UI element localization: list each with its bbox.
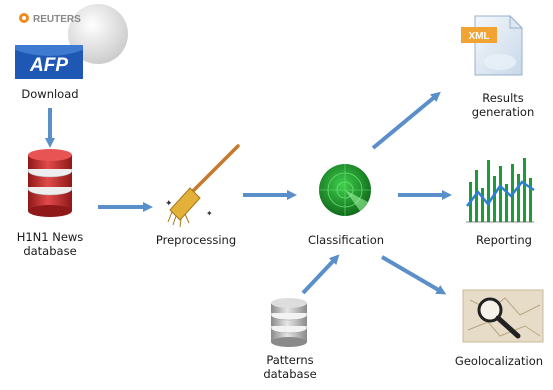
radar-icon [319,164,371,216]
results-generation-label-line2: generation [471,105,535,119]
news-database-label-line1: H1N1 News [16,230,84,244]
download-label: Download [21,87,79,101]
svg-text:REUTERS: REUTERS [33,14,81,25]
patterns-database-label: Patterns database [250,353,330,381]
results-generation-label-line1: Results [482,91,524,105]
classification-label: Classification [307,233,385,247]
news-database-label-line2: database [23,244,77,258]
patterns-database-icon [270,298,308,347]
xml-document-icon: XML [461,14,524,76]
geolocalization-label: Geolocalization [454,354,544,368]
reporting-chart-icon [466,158,535,223]
arrow-classification-to-geolocalization [380,255,447,295]
reuters-logo: REUTERS [19,13,81,25]
broom-icon: ✦ ✦ [165,144,240,228]
patterns-database-label-line2: database [263,367,317,381]
svg-text:XML: XML [468,31,489,42]
map-magnifier-icon [462,289,544,343]
results-generation-label: Results generation [460,91,546,119]
arrow-classification-to-results [371,91,441,150]
arrow-patterns-to-classification [301,254,340,295]
svg-text:AFP: AFP [29,55,68,76]
preprocessing-label: Preprocessing [155,233,237,247]
afp-logo: AFP [15,45,83,79]
svg-text:✦: ✦ [206,209,213,218]
svg-text:✦: ✦ [165,199,173,209]
news-database-label: H1N1 News database [8,230,92,258]
patterns-database-label-line1: Patterns [266,353,314,367]
reporting-label: Reporting [476,233,532,247]
news-database-icon [27,149,73,217]
